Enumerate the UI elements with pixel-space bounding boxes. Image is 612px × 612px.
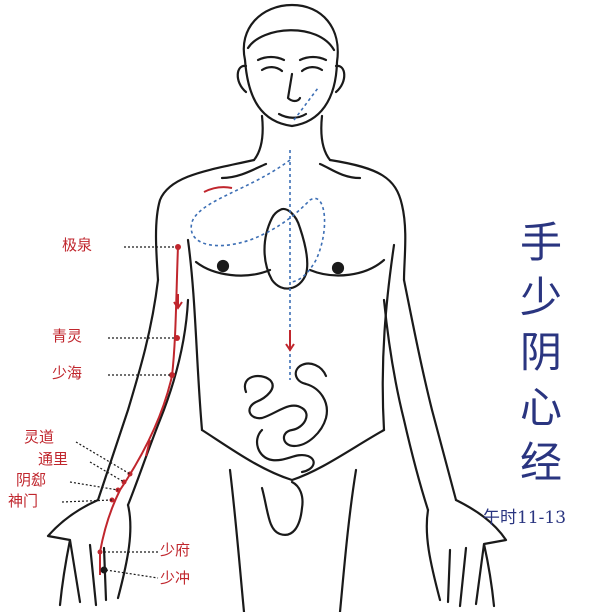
left-eye <box>260 66 284 73</box>
label-lingdao: 灵道 <box>24 428 55 446</box>
point-shaochong <box>100 566 108 574</box>
leader-tongli <box>89 461 125 483</box>
flow-arrow-lower-arm <box>145 439 151 457</box>
chest-left <box>194 260 272 277</box>
title-char-1: 手 <box>520 218 563 267</box>
label-shaofu: 少府 <box>160 541 191 559</box>
groin <box>260 480 304 536</box>
mouth <box>277 112 308 119</box>
thigh-right <box>338 468 358 612</box>
point-shaofu <box>97 549 103 555</box>
label-jiquan: 极泉 <box>62 236 93 254</box>
flow-arrow-shoulder <box>203 186 233 193</box>
nose <box>286 72 302 103</box>
title-char-2: 少 <box>520 273 563 322</box>
left-ear <box>236 64 248 94</box>
left-nipple <box>216 259 230 273</box>
left-arm-outer <box>96 278 160 502</box>
head-outline <box>242 3 339 128</box>
leader-yinxi <box>69 481 119 491</box>
point-qingling <box>174 335 180 341</box>
time-label: 午时11-13 <box>483 503 566 528</box>
point-shaohai <box>169 372 175 378</box>
title-char-5: 经 <box>520 438 563 487</box>
leader-lingdao <box>75 441 131 475</box>
clavicle-right <box>318 162 362 180</box>
time-range: 11-13 <box>517 508 567 528</box>
right-ear <box>334 64 346 94</box>
intestines <box>243 362 328 474</box>
right-arm-inner <box>382 298 430 512</box>
label-yinxi: 阴郄 <box>16 471 47 489</box>
left-brow <box>256 55 286 62</box>
point-jiquan <box>175 244 181 250</box>
right-arm-outer <box>402 278 458 502</box>
left-shoulder <box>154 158 256 282</box>
label-tongli: 通里 <box>38 450 69 468</box>
label-shaochong: 少冲 <box>160 569 191 587</box>
heart <box>263 207 309 290</box>
point-shenmen <box>109 497 115 503</box>
thigh-left <box>228 468 246 612</box>
hairline <box>246 29 336 52</box>
right-nipple <box>331 261 345 275</box>
title-char-3: 阴 <box>520 328 563 377</box>
flow-arrow-descending <box>285 330 295 352</box>
hip-line <box>200 428 386 482</box>
label-shaohai: 少海 <box>52 364 83 382</box>
point-lingdao <box>127 471 133 477</box>
right-brow <box>298 55 328 62</box>
right-torso <box>381 243 396 432</box>
inner-meridian-loop <box>190 159 326 283</box>
neck-right <box>320 114 332 162</box>
left-hand <box>46 498 132 607</box>
label-qingling: 青灵 <box>52 327 83 345</box>
right-hand <box>425 498 508 608</box>
label-shenmen: 神门 <box>8 492 39 510</box>
leader-shaochong <box>105 569 159 579</box>
left-torso <box>186 238 204 432</box>
inner-meridian-face <box>293 87 319 121</box>
chest-right <box>308 258 386 277</box>
leader-shenmen <box>61 499 113 503</box>
neck-left <box>252 114 264 162</box>
left-arm-inner <box>126 298 190 507</box>
arm-meridian <box>99 245 179 575</box>
point-tongli <box>121 479 127 485</box>
right-eye <box>300 66 324 73</box>
flow-arrow-upper-arm <box>173 294 183 310</box>
title-char-4: 心 <box>520 383 563 432</box>
time-prefix: 午时 <box>483 508 517 528</box>
right-shoulder <box>328 158 407 282</box>
clavicle-left <box>220 162 268 180</box>
